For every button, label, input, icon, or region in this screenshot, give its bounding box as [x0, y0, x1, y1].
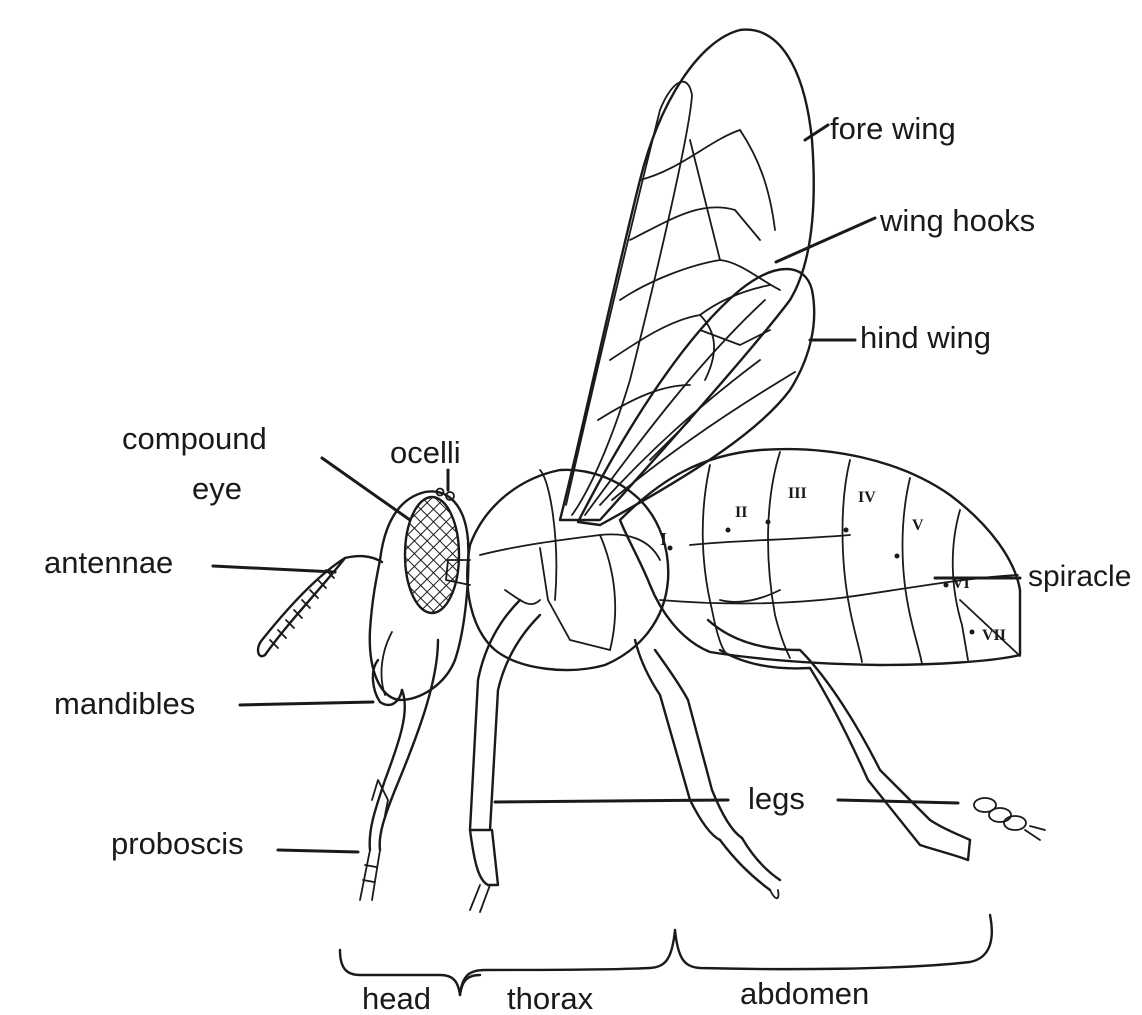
head	[370, 489, 469, 701]
fore-wing	[560, 30, 814, 520]
label-compound-eye-line1: compound	[122, 423, 267, 454]
abdomen: I II III IV V VI VII	[620, 449, 1020, 665]
segment-numeral-7: VII	[982, 627, 1006, 644]
hind-wing	[578, 269, 814, 525]
label-thorax: thorax	[507, 983, 593, 1014]
label-antennae: antennae	[44, 547, 173, 578]
mouthparts	[360, 640, 438, 900]
segment-numeral-1: I	[660, 529, 667, 549]
label-compound-eye-line2: eye	[192, 473, 242, 504]
label-proboscis: proboscis	[111, 828, 244, 859]
label-wing-hooks: wing hooks	[880, 205, 1035, 236]
label-head: head	[362, 983, 431, 1014]
label-fore-wing: fore wing	[830, 113, 956, 144]
segment-numeral-5: V	[912, 517, 924, 534]
label-legs: legs	[748, 783, 805, 814]
segment-numeral-3: III	[788, 485, 807, 502]
middle-leg	[635, 640, 780, 898]
segment-numeral-4: IV	[858, 489, 876, 506]
segment-numeral-2: II	[735, 504, 747, 521]
front-leg	[470, 470, 556, 912]
label-hind-wing: hind wing	[860, 322, 991, 353]
label-mandibles: mandibles	[54, 688, 195, 719]
label-abdomen: abdomen	[740, 978, 869, 1009]
label-ocelli: ocelli	[390, 437, 461, 468]
label-spiracle: spiracle	[1028, 562, 1131, 592]
body-region-braces	[340, 915, 992, 995]
